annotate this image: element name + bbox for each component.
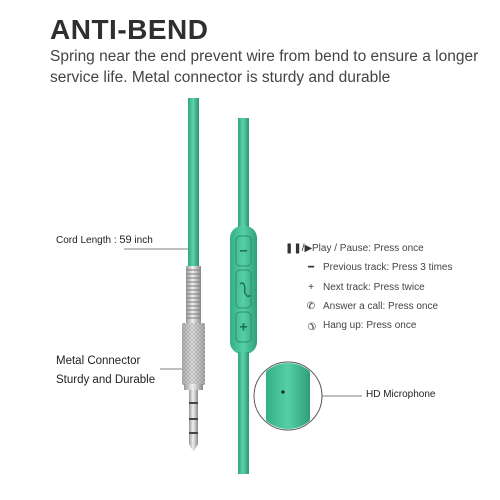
play-pause-icon: ❚❚/▶: [285, 243, 313, 254]
spring-relief: [186, 266, 201, 324]
cord-length-value: 59: [119, 234, 132, 246]
remote-control: [230, 226, 257, 354]
audio-jack-plug: [189, 390, 198, 452]
cord-length-label: Cord Length : 59 inch: [56, 234, 153, 246]
control-play-pause: ❚❚/▶ Play / Pause: Press once: [285, 243, 424, 254]
minus-icon: ━: [307, 262, 315, 273]
page-description: Spring near the end prevent wire from be…: [50, 48, 479, 86]
phone-answer-icon: ✆: [306, 301, 316, 312]
page-title: ANTI-BEND: [50, 14, 209, 45]
sturdy-durable-label: Sturdy and Durable: [56, 374, 156, 386]
metal-connector: [182, 323, 205, 390]
control-answer-call: ✆ Answer a call: Press once: [304, 301, 438, 312]
metal-connector-label: Metal Connector: [56, 355, 141, 367]
microphone-magnifier: [253, 361, 362, 431]
right-cable-lower: [238, 352, 249, 474]
control-next-track: + Next track: Press twice: [304, 282, 425, 293]
right-cable-upper: [238, 118, 249, 230]
left-cable: [188, 98, 199, 268]
control-hang-up: ✆ Hang up: Press once: [304, 318, 417, 333]
plus-icon: +: [308, 282, 314, 293]
control-previous-track: ━ Previous track: Press 3 times: [304, 262, 453, 273]
hd-microphone-label: HD Microphone: [366, 389, 436, 400]
cord-length-unit: inch: [134, 235, 153, 246]
